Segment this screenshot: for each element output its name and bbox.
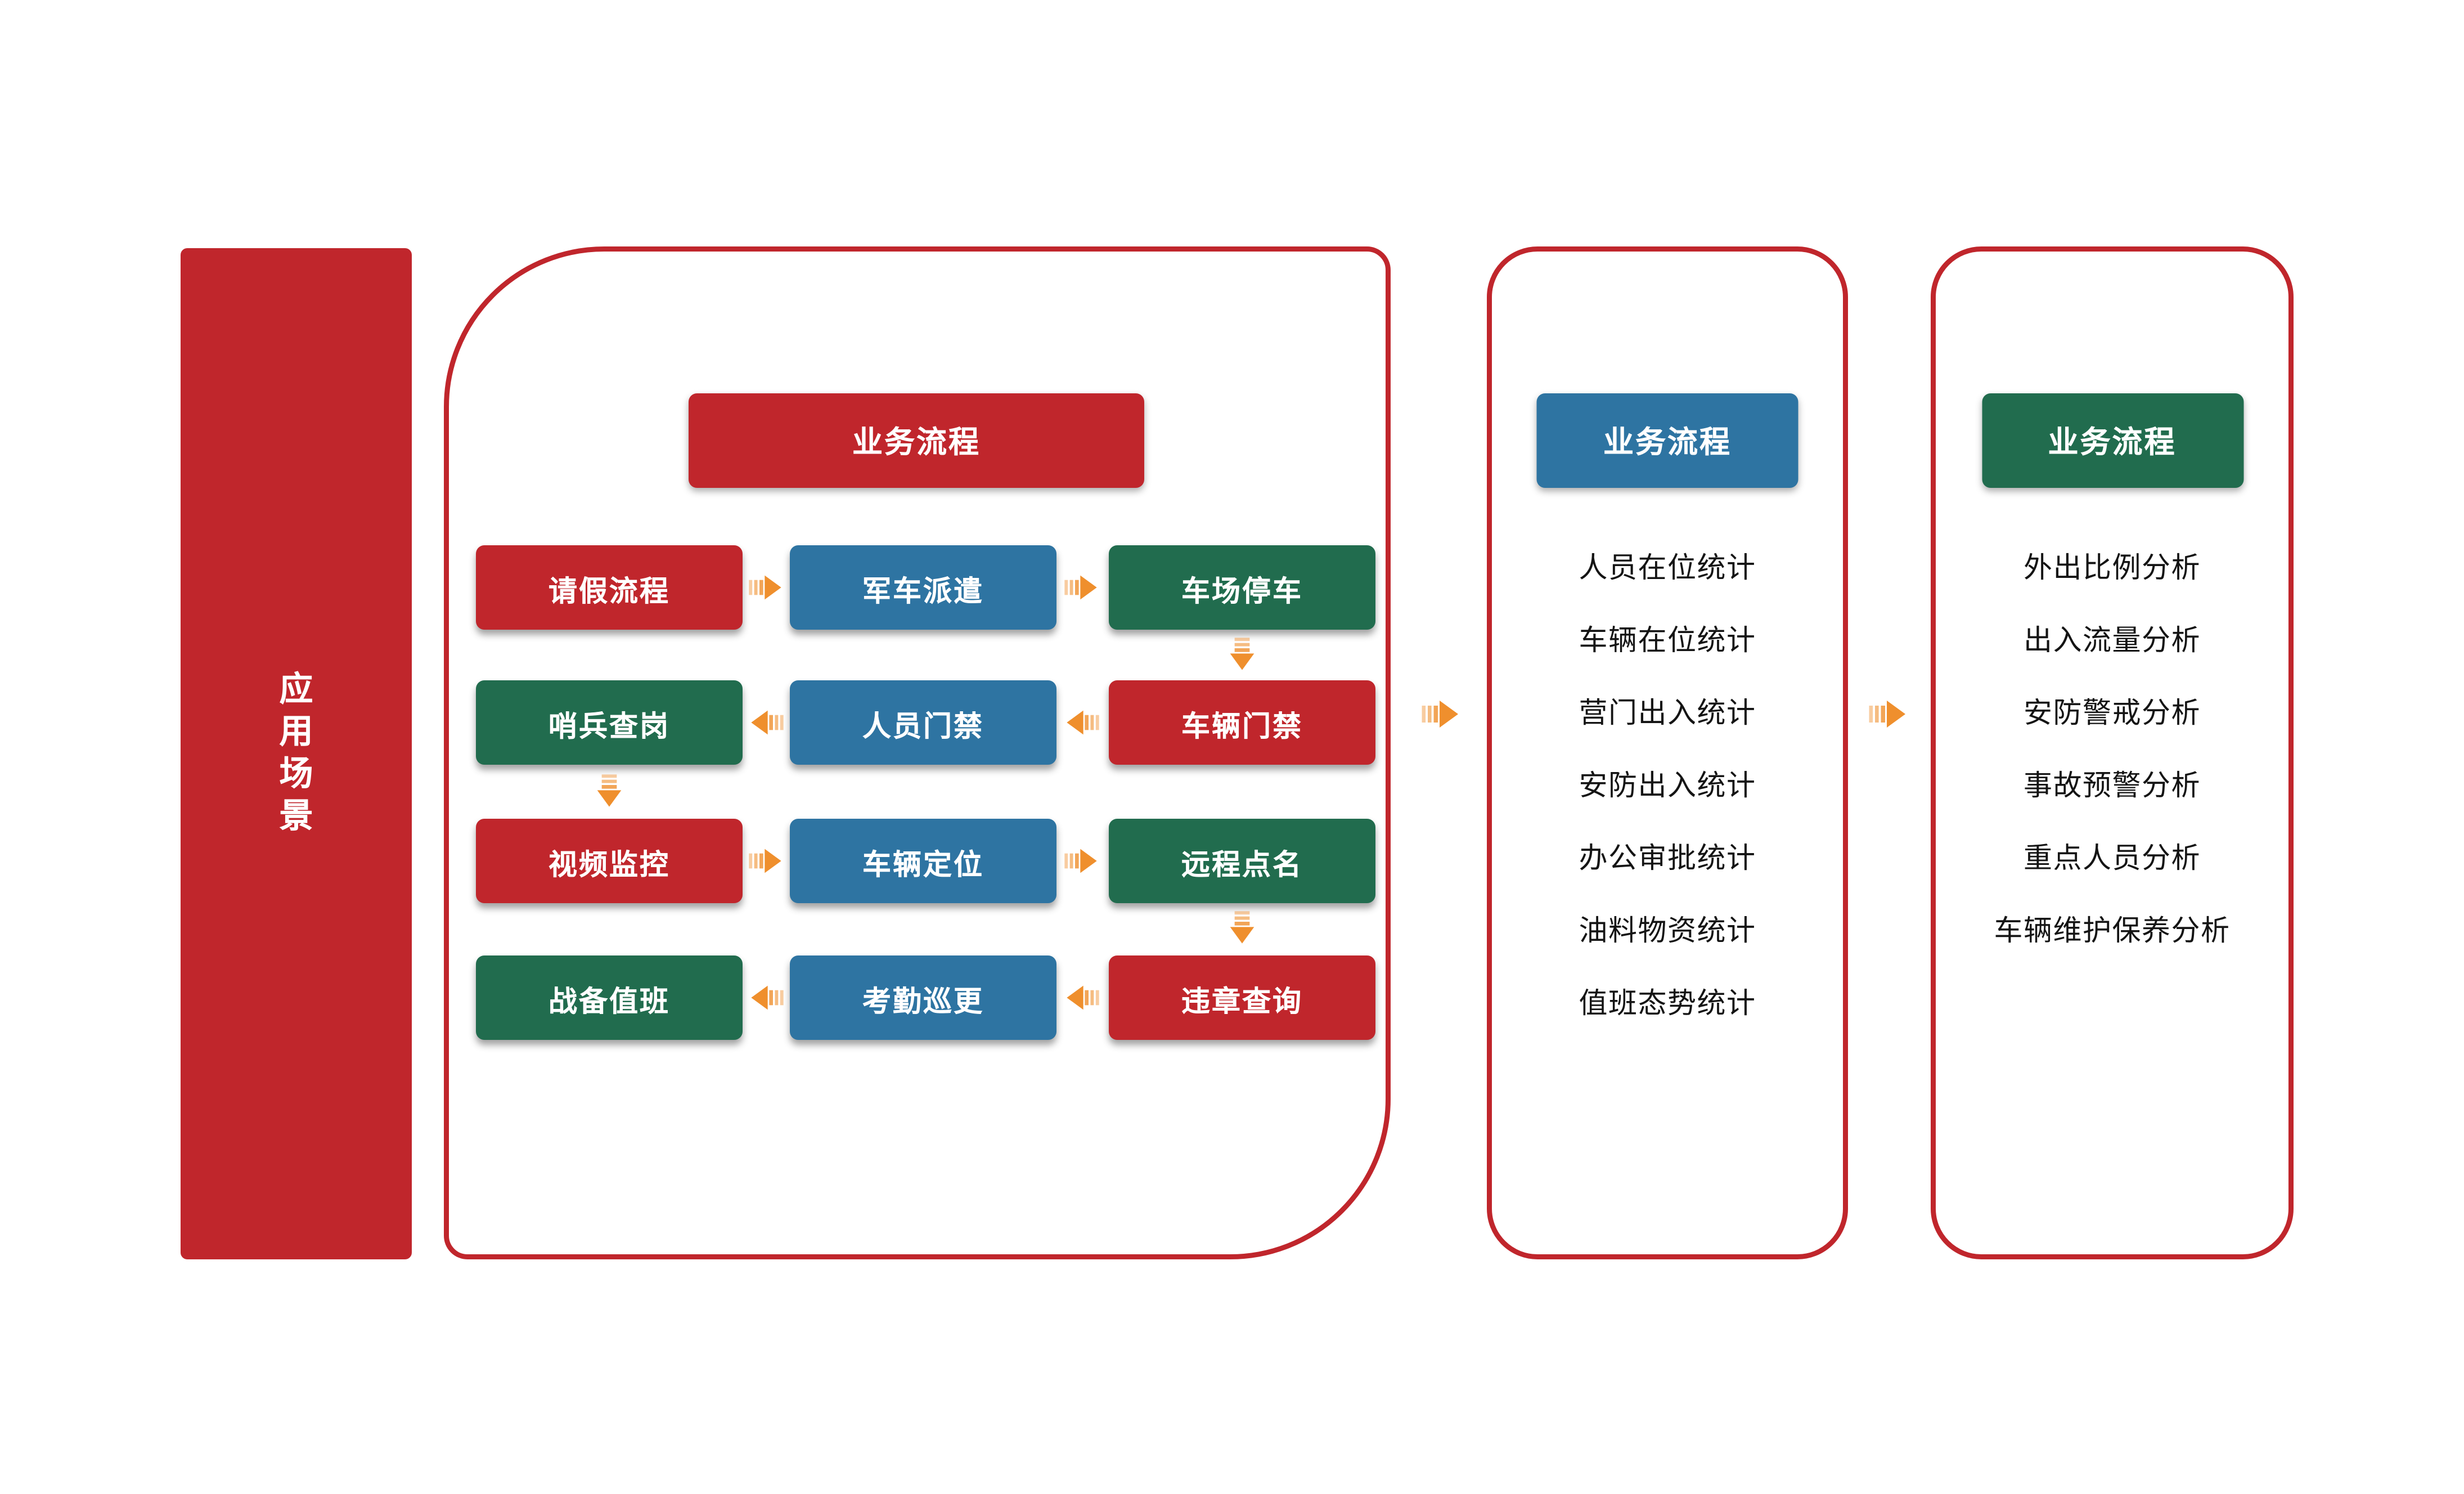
- application-scenario-label: 应 用 场 景: [280, 671, 313, 837]
- arrow-right-icon: [1063, 847, 1100, 874]
- arrow-down-icon: [596, 773, 623, 810]
- list-item: 车辆维护保养分析: [1994, 915, 2231, 947]
- banner-char: 用: [279, 713, 313, 751]
- flow-node-remote-rollcall: 远程点名: [1109, 819, 1375, 903]
- list-item: 事故预警分析: [2024, 770, 2201, 802]
- business-process-panel: 业务流程 请假流程 军车派遣 车场停车 哨兵查岗 人员门禁 车辆门禁 视频监控 …: [444, 246, 1391, 1259]
- list-item: 出入流量分析: [2024, 625, 2201, 657]
- list-item: 油料物资统计: [1579, 915, 1756, 947]
- flow-node-sentry-inspection: 哨兵查岗: [476, 680, 743, 765]
- application-scenario-banner: 应 用 场 景: [181, 248, 412, 1259]
- arrow-left-icon: [748, 709, 785, 736]
- flow-node-leave-process: 请假流程: [476, 545, 743, 630]
- flow-node-military-vehicle-dispatch: 军车派遣: [790, 545, 1056, 630]
- statistics-list: 人员在位统计 车辆在位统计 营门出入统计 安防出入统计 办公审批统计 油料物资统…: [1492, 528, 1843, 1037]
- flow-node-personnel-access: 人员门禁: [790, 680, 1056, 765]
- list-item: 办公审批统计: [1579, 842, 1756, 874]
- list-item: 外出比例分析: [2024, 552, 2201, 584]
- flow-node-attendance-patrol: 考勤巡更: [790, 955, 1056, 1040]
- list-item: 安防出入统计: [1579, 770, 1756, 802]
- header-label: 业务流程: [1603, 425, 1732, 459]
- panel-connector-arrow-icon: [1868, 699, 1909, 729]
- arrow-right-icon: [1063, 574, 1100, 601]
- flow-node-video-surveillance: 视频监控: [476, 819, 743, 903]
- banner-char: 景: [279, 797, 313, 835]
- statistics-panel: 业务流程 人员在位统计 车辆在位统计 营门出入统计 安防出入统计 办公审批统计 …: [1487, 246, 1848, 1259]
- arrow-right-icon: [748, 574, 785, 601]
- flow-node-vehicle-positioning: 车辆定位: [790, 819, 1056, 903]
- list-item: 安防警戒分析: [2024, 697, 2201, 729]
- list-item: 车辆在位统计: [1579, 625, 1756, 657]
- header-label: 业务流程: [2048, 425, 2177, 459]
- flow-node-violation-query: 违章查询: [1109, 955, 1375, 1040]
- arrow-down-icon: [1229, 910, 1256, 947]
- arrow-left-icon: [748, 984, 785, 1011]
- list-item: 值班态势统计: [1579, 988, 1756, 1020]
- analysis-panel: 业务流程 外出比例分析 出入流量分析 安防警戒分析 事故预警分析 重点人员分析 …: [1931, 246, 2294, 1259]
- analysis-list: 外出比例分析 出入流量分析 安防警戒分析 事故预警分析 重点人员分析 车辆维护保…: [1936, 528, 2288, 964]
- banner-char: 场: [279, 755, 313, 793]
- header-label: 业务流程: [852, 425, 981, 459]
- panel-connector-arrow-icon: [1421, 699, 1462, 729]
- arrow-right-icon: [748, 847, 785, 874]
- list-item: 人员在位统计: [1579, 552, 1756, 584]
- flow-node-depot-parking: 车场停车: [1109, 545, 1375, 630]
- banner-char: 应: [279, 671, 313, 708]
- arrow-down-icon: [1229, 636, 1256, 674]
- flow-node-combat-readiness-duty: 战备值班: [476, 955, 743, 1040]
- arrow-left-icon: [1063, 984, 1100, 1011]
- business-process-header: 业务流程: [689, 393, 1144, 488]
- flow-node-vehicle-access: 车辆门禁: [1109, 680, 1375, 765]
- analysis-header: 业务流程: [1981, 393, 2243, 488]
- arrow-left-icon: [1063, 709, 1100, 736]
- list-item: 重点人员分析: [2024, 842, 2201, 874]
- list-item: 营门出入统计: [1579, 697, 1756, 729]
- statistics-header: 业务流程: [1536, 393, 1798, 488]
